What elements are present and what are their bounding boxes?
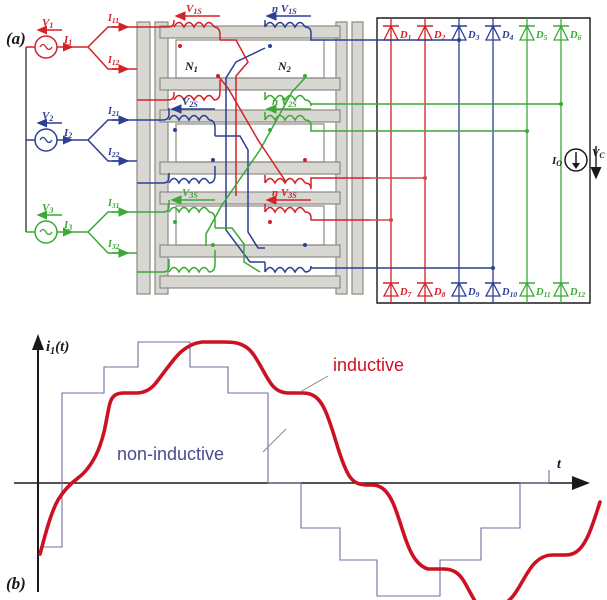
diode-D7: D7 <box>382 281 412 299</box>
transformer-core <box>136 21 364 295</box>
diode-row-top: D1 D2 D3 D4 <box>382 24 582 42</box>
winding-voltage-nV3S: n V3S <box>272 187 297 200</box>
diode-label-D4: D4 <box>501 30 514 42</box>
diode-D4: D4 <box>484 24 514 42</box>
waveform-inductive <box>38 340 602 600</box>
source-group-1: V1 I1 I11 I12 <box>26 13 137 74</box>
waveform-non-inductive <box>40 341 550 597</box>
diode-label-D9: D9 <box>467 287 480 299</box>
leader-line-non-inductive <box>262 428 287 453</box>
diode-D6: D6 <box>552 24 582 42</box>
output-current-label: IO <box>551 155 562 168</box>
winding-secondary-3: n V2S <box>264 96 370 132</box>
diode-label-D10: D10 <box>501 287 517 299</box>
source-1-voltage-label: V1 <box>42 17 53 30</box>
winding-secondary-6 <box>264 243 370 274</box>
source-group-2: V2 I2 I21 I22 <box>26 106 137 166</box>
primary-turns-label: N1 <box>184 59 198 74</box>
diode-label-D1: D1 <box>399 30 411 42</box>
winding-voltage-nV2S: n V2S <box>272 96 297 109</box>
winding-primary-1a: V1S <box>137 3 221 48</box>
secondary-turns-label: N2 <box>277 59 292 74</box>
branch-current-label-I31: I31 <box>107 198 119 210</box>
branch-current-label-I11: I11 <box>107 13 119 25</box>
interconnect-crossings <box>205 39 306 273</box>
diode-label-D7: D7 <box>399 287 412 299</box>
x-axis-label: t <box>557 457 562 472</box>
winding-secondary-5: n V3S <box>264 187 370 224</box>
winding-primary-2b <box>137 158 216 185</box>
winding-voltage-V1S: V1S <box>186 3 202 16</box>
diode-D2: D2 <box>416 24 446 42</box>
branch-current-label-I12: I12 <box>107 55 120 67</box>
diode-label-D2: D2 <box>433 30 446 42</box>
panel-a: (a) <box>6 3 605 304</box>
panel-b-label: (b) <box>6 574 26 593</box>
source-2-current-label: I2 <box>63 127 72 140</box>
winding-primary-3b <box>137 243 216 274</box>
y-axis-label: i1(t) <box>46 339 69 357</box>
rectifier-bridge: D1 D2 D3 D4 <box>370 17 605 304</box>
diode-D12: D12 <box>552 281 585 299</box>
winding-voltage-V3S: V3S <box>182 187 198 200</box>
winding-secondary-4 <box>264 158 370 190</box>
winding-primary-2a: V2S <box>137 96 216 136</box>
winding-voltage-V2S: V2S <box>182 96 198 109</box>
source-3-voltage-label: V3 <box>42 202 53 215</box>
output-load: IO VC <box>551 146 605 180</box>
leader-line-inductive <box>299 375 329 393</box>
diode-row-bottom: D7 D8 D9 D10 <box>382 281 585 299</box>
diode-label-D6: D6 <box>569 30 582 42</box>
diode-D8: D8 <box>416 281 446 299</box>
source-2-voltage-label: V2 <box>42 110 53 123</box>
diode-label-D5: D5 <box>535 30 548 42</box>
source-group-3: V3 I3 I31 I32 <box>26 198 137 258</box>
diode-D11: D11 <box>518 281 551 299</box>
y-axis-arrowhead <box>32 334 44 350</box>
source-1-current-label: I1 <box>63 34 72 47</box>
winding-primary-3a: V3S <box>137 187 216 228</box>
panel-b: (b) i1(t) t inductive non-inductive <box>6 334 602 600</box>
diode-label-D3: D3 <box>467 30 480 42</box>
branch-current-label-I32: I32 <box>107 239 120 251</box>
annotation-inductive: inductive <box>333 355 404 375</box>
winding-secondary-2 <box>264 74 370 107</box>
diode-D10: D10 <box>484 281 517 299</box>
diode-label-D11: D11 <box>535 287 551 299</box>
diode-D9: D9 <box>450 281 480 299</box>
branch-current-label-I22: I22 <box>107 147 120 159</box>
annotation-non-inductive: non-inductive <box>117 444 224 464</box>
branch-current-label-I21: I21 <box>107 106 119 118</box>
output-voltage-label: VC <box>592 147 605 160</box>
diode-label-D8: D8 <box>433 287 446 299</box>
source-3-current-label: I3 <box>63 219 72 232</box>
x-axis-arrowhead <box>572 476 590 490</box>
diode-D5: D5 <box>518 24 548 42</box>
panel-a-label: (a) <box>6 29 26 48</box>
diode-label-D12: D12 <box>569 287 585 299</box>
winding-voltage-nV1S: n V1S <box>272 3 297 16</box>
winding-secondary-1: n V1S N2 <box>264 3 370 74</box>
